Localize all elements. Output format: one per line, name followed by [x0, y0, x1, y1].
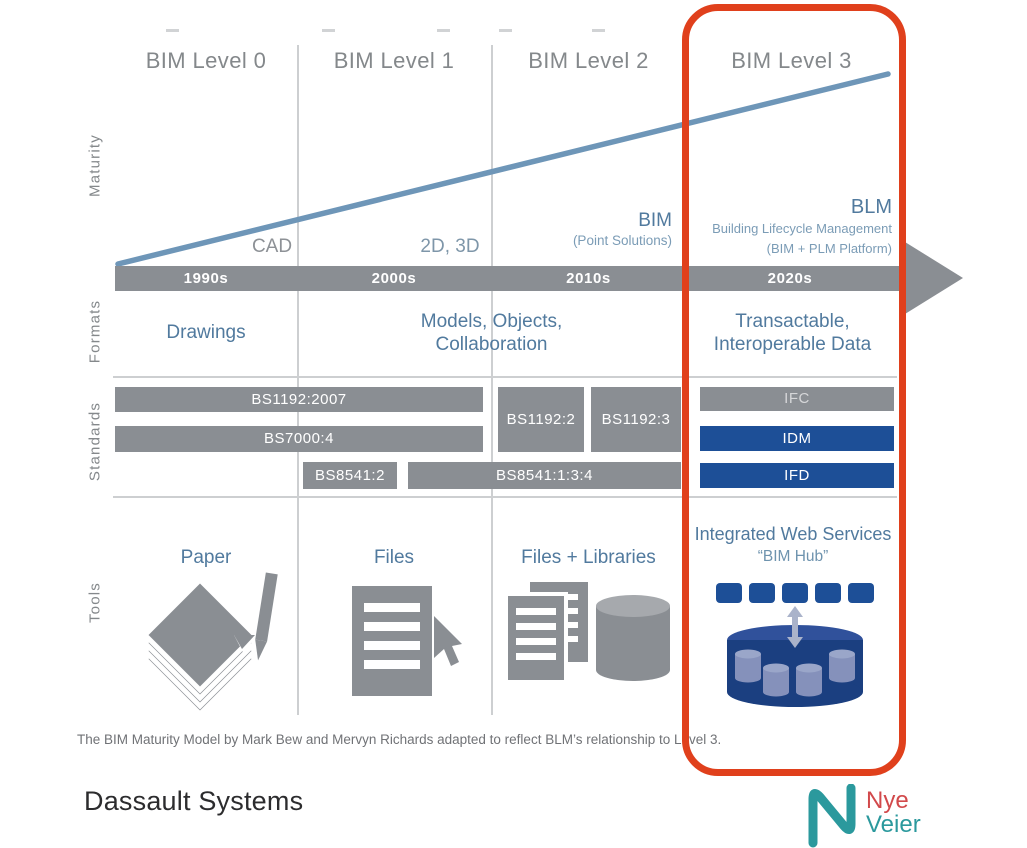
formats-level12-line1: Models, Objects, — [420, 311, 563, 332]
row-divider — [113, 496, 897, 498]
standard-bs1192-2: BS1192:2 — [498, 387, 584, 452]
formats-level0: Drawings — [166, 322, 246, 343]
hub-sync-arrow — [787, 606, 803, 648]
crop-artifact-dash — [322, 29, 335, 32]
era-label-bim-sub: (Point Solutions) — [572, 233, 672, 248]
formats-level3-line1: Transactable, — [735, 311, 850, 332]
tools-level3-sublabel: “BIM Hub” — [757, 548, 829, 565]
logo-word-nye: Nye — [866, 787, 909, 814]
timeline-arrow — [115, 242, 963, 314]
source-credit: Dassault Systems — [84, 786, 304, 816]
standard-bs7000-4: BS7000:4 — [115, 426, 483, 452]
tools-level2-label: Files + Libraries — [521, 547, 656, 568]
axis-label-tools: Tools — [86, 581, 104, 624]
column-header-level1: BIM Level 1 — [333, 48, 455, 73]
era-label-blm: BLM Building Lifecycle Management (BIM +… — [692, 196, 892, 259]
standard-idm: IDM — [700, 426, 894, 451]
formats-level12: Models, Objects, Collaboration — [297, 310, 686, 356]
column-header-level0: BIM Level 0 — [145, 48, 267, 73]
formats-level12-line2: Collaboration — [435, 334, 548, 355]
standard-bs8541-2: BS8541:2 — [303, 462, 397, 489]
hub-small-cylinders — [735, 649, 855, 697]
axis-label-standards: Standards — [86, 401, 104, 482]
decade-1990s: 1990s — [183, 270, 229, 287]
column-header-level3: BIM Level 3 — [731, 48, 852, 73]
column-header-level2: BIM Level 2 — [528, 48, 649, 73]
era-label-bim-title: BIM — [638, 210, 672, 231]
column-divider — [297, 45, 299, 715]
crop-artifact-dash — [166, 29, 179, 32]
row-divider — [113, 376, 897, 378]
standard-bs1192-3: BS1192:3 — [591, 387, 681, 452]
decade-2010s: 2010s — [566, 270, 611, 287]
files-libraries-icon — [504, 582, 670, 684]
nye-veier-logo-icon — [808, 784, 856, 848]
tools-level3-label: Integrated Web Services — [694, 524, 892, 544]
tools-level0-label: Paper — [180, 547, 232, 568]
decade-2000s: 2000s — [371, 270, 417, 287]
decade-2020s: 2020s — [767, 270, 813, 287]
era-label-blm-sub2: (BIM + PLM Platform) — [766, 241, 892, 256]
logo-word-veier: Veier — [866, 811, 921, 838]
maturity-trend-line — [115, 71, 891, 267]
crop-artifact-dash — [499, 29, 512, 32]
formats-level3: Transactable, Interoperable Data — [690, 310, 895, 356]
paper-stack-pencil-icon — [141, 572, 278, 715]
bim-hub-icon — [716, 583, 874, 707]
nye-veier-logo-text: Nye Veier — [866, 789, 921, 837]
files-document-cursor-icon — [352, 586, 462, 696]
standard-bs1192-2007: BS1192:2007 — [115, 387, 483, 412]
era-label-bim: BIM (Point Solutions) — [500, 210, 672, 250]
era-label-2d3d: 2D, 3D — [420, 236, 480, 257]
standard-ifd: IFD — [700, 463, 894, 488]
crop-artifact-dash — [592, 29, 605, 32]
figure-caption: The BIM Maturity Model by Mark Bew and M… — [77, 732, 722, 747]
formats-level3-line2: Interoperable Data — [713, 334, 872, 355]
column-divider — [491, 45, 493, 715]
era-label-blm-sub1: Building Lifecycle Management — [712, 221, 892, 236]
standard-bs8541-134: BS8541:1:3:4 — [408, 462, 681, 489]
standard-ifc: IFC — [700, 387, 894, 411]
crop-artifact-dash — [437, 29, 450, 32]
era-label-blm-title: BLM — [850, 196, 892, 218]
tools-level1-label: Files — [373, 547, 415, 568]
era-label-cad: CAD — [251, 236, 293, 257]
